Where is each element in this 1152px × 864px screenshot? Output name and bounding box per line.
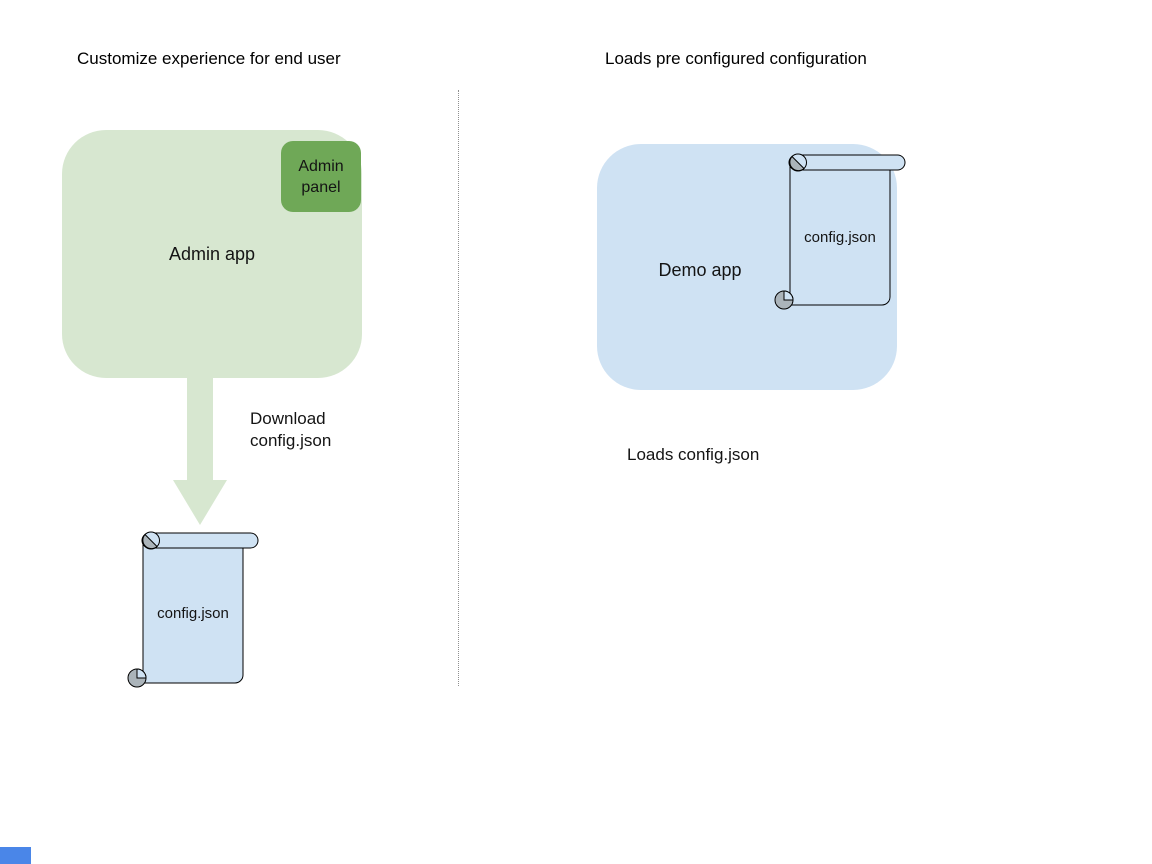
right-section-title: Loads pre configured configuration	[605, 49, 867, 68]
scroll-bottom-curl-notch	[783, 290, 794, 301]
download-annotation: Download config.json	[250, 409, 332, 450]
admin-panel-box: Admin panel	[281, 141, 361, 212]
config-scroll-right	[774, 153, 906, 310]
section-divider-line	[458, 90, 459, 686]
left-section-title: Customize experience for end user	[77, 49, 341, 68]
scroll-top-curl-shade	[789, 155, 805, 172]
arrow-shape	[173, 377, 227, 525]
demo-app-label: Demo app	[658, 260, 742, 280]
scroll-top-curl-shade	[142, 533, 158, 550]
config-scroll-left	[127, 531, 259, 688]
loads-config-caption: Loads config.json	[627, 445, 760, 464]
scroll-body	[142, 542, 244, 684]
scroll-body	[789, 164, 891, 306]
scroll-bottom-curl-notch	[136, 668, 147, 679]
bottom-left-blue-bar	[0, 847, 31, 864]
config-file-label-right: config.json	[804, 229, 876, 246]
download-arrow-icon	[173, 377, 227, 525]
admin-app-label: Admin app	[168, 244, 256, 264]
config-file-label-left: config.json	[157, 605, 229, 622]
